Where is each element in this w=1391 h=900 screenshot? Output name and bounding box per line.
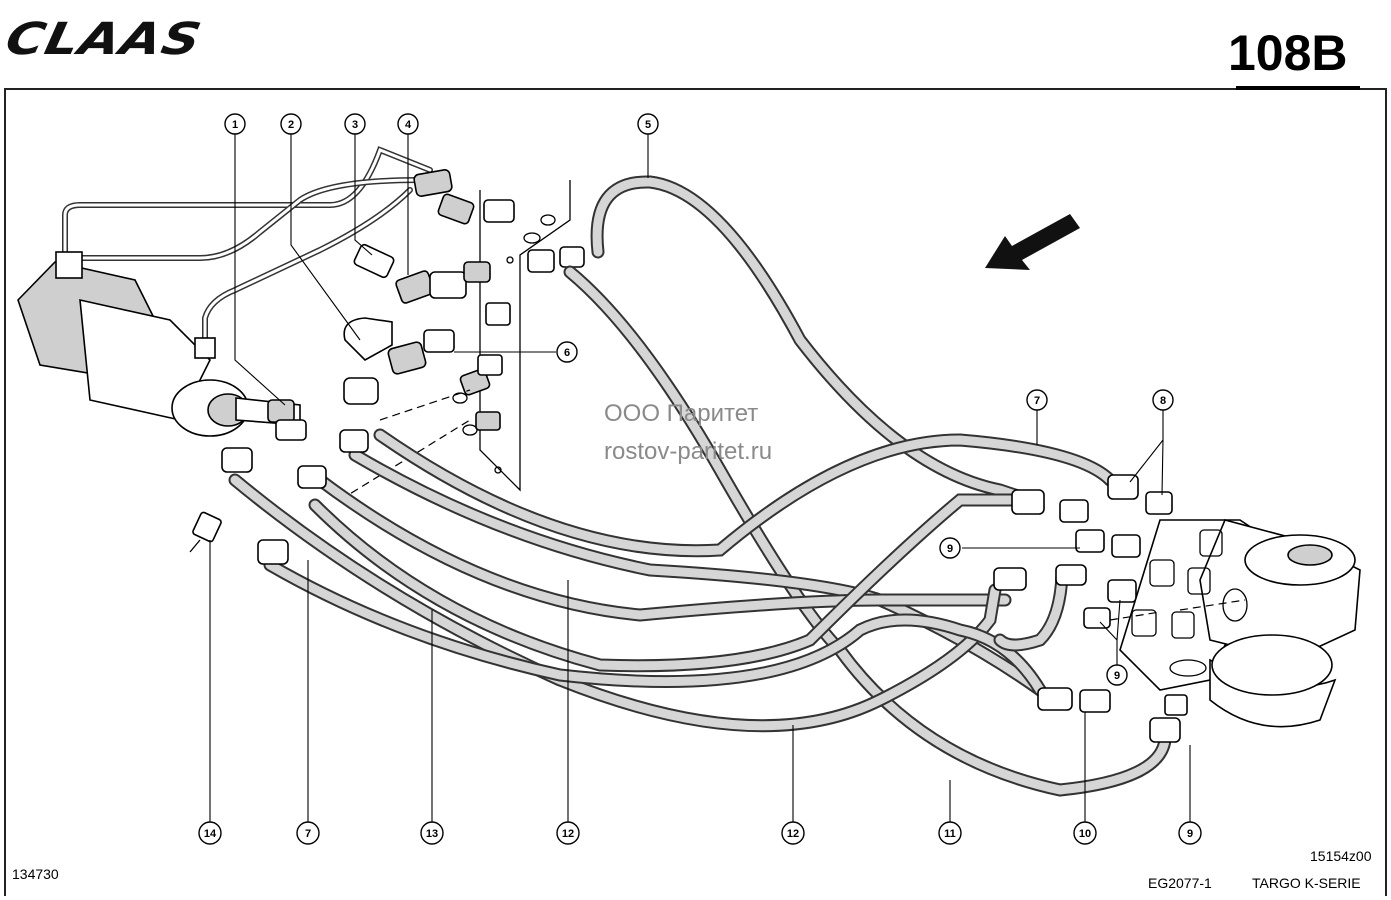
svg-text:9: 9 [947,543,953,555]
callout-9-left: 9 [939,537,961,559]
svg-text:5: 5 [645,119,651,131]
frame-right-rule [1385,88,1387,896]
svg-text:9: 9 [1187,828,1193,840]
svg-text:11: 11 [944,828,956,840]
drawing-id: 134730 [12,866,59,882]
svg-text:8: 8 [1160,395,1166,407]
svg-text:7: 7 [305,828,311,840]
svg-text:12: 12 [562,828,574,840]
steel-pipes [62,146,433,348]
group-code: EG2077-1 [1148,875,1212,891]
svg-text:13: 13 [426,828,438,840]
callout-9-mid: 9 [1106,664,1128,686]
callout-11: 11 [938,821,962,845]
hose-ends [189,429,1188,743]
callout-2: 2 [280,113,302,135]
svg-text:9: 9 [1114,670,1120,682]
frame-left-rule [4,88,6,896]
figure-code: 15154z00 [1310,848,1372,864]
svg-text:6: 6 [564,347,570,359]
callout-4: 4 [397,113,419,135]
watermark-company: ООО Паритет [604,400,759,427]
model-name: TARGO K-SERIE [1252,875,1361,891]
watermark-url: rostov-paritet.ru [604,438,773,465]
svg-text:1: 1 [232,119,238,131]
svg-text:2: 2 [288,119,294,131]
callout-6: 6 [556,341,578,363]
svg-text:10: 10 [1079,828,1091,840]
svg-text:7: 7 [1034,395,1040,407]
callout-12-left: 12 [556,821,580,845]
callout-13: 13 [420,821,444,845]
page-number-underline [1236,86,1360,90]
callout-14: 14 [198,821,222,845]
callout-8: 8 [1152,389,1174,411]
callout-1: 1 [224,113,246,135]
svg-text:3: 3 [352,119,358,131]
callout-12-right: 12 [781,821,805,845]
direction-arrow [985,214,1080,270]
callout-9-bottom: 9 [1178,821,1202,845]
steering-unit [1109,519,1361,728]
callout-3: 3 [344,113,366,135]
frame-top-rule [4,88,1387,90]
fittings [267,169,585,501]
callout-leaders [209,133,1191,822]
svg-text:4: 4 [405,119,412,131]
callout-7-upper: 7 [1026,389,1048,411]
svg-text:12: 12 [787,828,799,840]
mounting-plate [479,180,571,492]
hoses [228,175,1172,797]
callout-7-lower: 7 [296,821,320,845]
callout-5: 5 [637,113,659,135]
page-number: 108B [1228,25,1348,81]
callout-10: 10 [1073,821,1097,845]
svg-text:14: 14 [204,828,217,840]
